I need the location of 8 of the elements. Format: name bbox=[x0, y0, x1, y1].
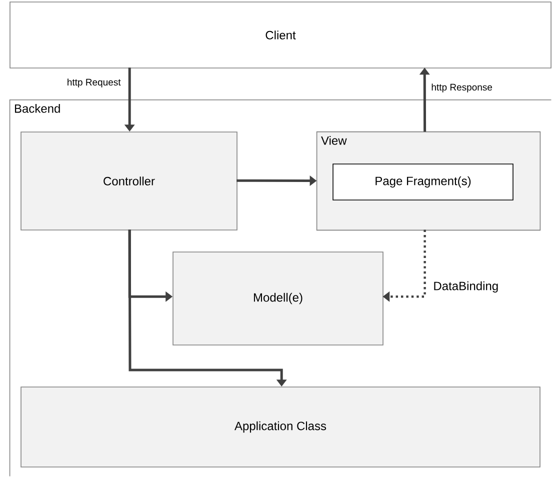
edge-label: DataBinding bbox=[434, 281, 498, 293]
process-box: Modell(e) bbox=[172, 252, 384, 346]
edge-label: http Request bbox=[68, 78, 121, 88]
process-box: Controller bbox=[20, 132, 238, 230]
process-box: Page Fragment(s) bbox=[332, 164, 514, 200]
edge-label: http Response bbox=[432, 84, 492, 92]
process-box: Application Class bbox=[20, 386, 540, 468]
process-box: Client bbox=[10, 2, 552, 68]
